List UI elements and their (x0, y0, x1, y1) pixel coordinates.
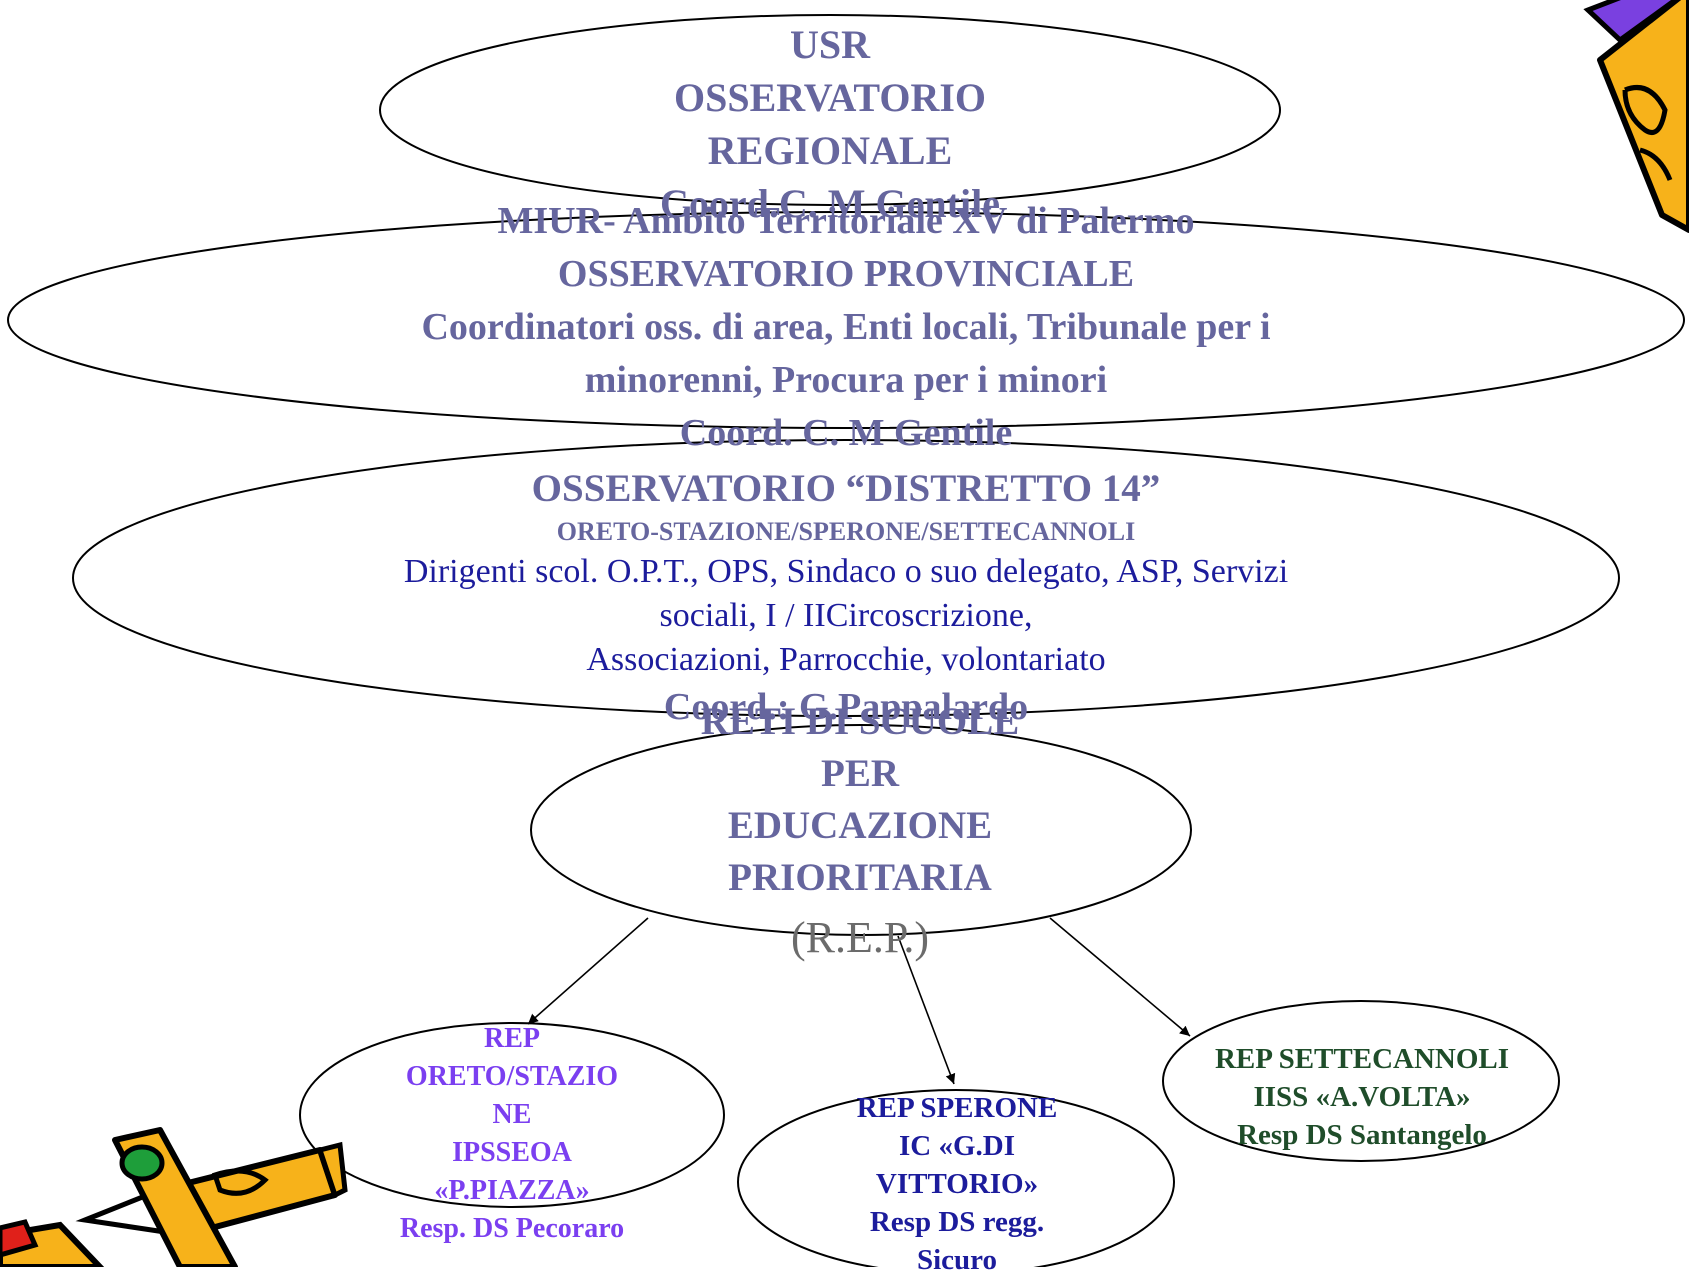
rep-ellipse (530, 724, 1192, 936)
distretto-line-1: Dirigenti scol. O.P.T., OPS, Sindaco o s… (403, 553, 1289, 590)
rep-line-4: PRIORITARIA (728, 856, 992, 899)
distretto-label: OSSERVATORIO “DISTRETTO 14” ORETO-STAZIO… (246, 464, 1446, 732)
sperone-ellipse (737, 1089, 1175, 1267)
rep-line-1: RETI DI SCUOLE (700, 700, 1020, 743)
oreto-ellipse (299, 1022, 725, 1208)
provinciale-line-3: Coordinatori oss. di area, Enti locali, … (421, 306, 1271, 348)
provinciale-ellipse (7, 211, 1685, 429)
distretto-line-3: Associazioni, Parrocchie, volontariato (586, 641, 1106, 678)
rep-line-3: EDUCAZIONE (727, 804, 993, 847)
settecannoli-line-3: Resp DS Santangelo (1237, 1119, 1487, 1151)
provinciale-label: MIUR- Ambito Territoriale XV di Palermo … (246, 195, 1446, 460)
arrow-to-settecannoli (1049, 917, 1191, 1037)
usr-line-1: USR (789, 22, 871, 67)
settecannoli-label: REP SETTECANNOLI IISS «A.VOLTA» Resp DS … (1162, 1040, 1562, 1154)
sperone-line-1: REP SPERONE (856, 1092, 1058, 1124)
provinciale-line-2: OSSERVATORIO PROVINCIALE (557, 253, 1135, 295)
oreto-label: REP ORETO/STAZIO NE IPSSEOA «P.PIAZZA» R… (312, 1020, 712, 1248)
sperone-label: REP SPERONE IC «G.DI VITTORIO» Resp DS r… (757, 1089, 1157, 1279)
oreto-line-5: «P.PIAZZA» (434, 1175, 590, 1206)
sperone-line-3: VITTORIO» (875, 1168, 1039, 1200)
usr-ellipse (379, 14, 1281, 206)
sperone-line-2: IC «G.DI (898, 1130, 1015, 1162)
settecannoli-line-1: REP SETTECANNOLI (1214, 1043, 1510, 1075)
sperone-line-5: Sicuro (916, 1244, 998, 1276)
distretto-title: OSSERVATORIO “DISTRETTO 14” (531, 467, 1161, 510)
settecannoli-line-2: IISS «A.VOLTA» (1253, 1081, 1471, 1113)
arrow-to-sperone (897, 935, 956, 1085)
oreto-line-4: IPSSEOA (452, 1137, 572, 1168)
pencil-icon-top-right (1583, 0, 1689, 233)
pencil-icon-bottom-left (0, 1127, 348, 1267)
oreto-line-2: ORETO/STAZIO (405, 1061, 619, 1092)
usr-line-2: OSSERVATORIO (673, 75, 987, 120)
rep-abbr: (R.E.P.) (790, 913, 930, 962)
provinciale-line-5: Coord. C. M Gentile (679, 412, 1013, 454)
distretto-subtitle: ORETO-STAZIONE/SPERONE/SETTECANNOLI (556, 517, 1136, 546)
provinciale-line-1: MIUR- Ambito Territoriale XV di Palermo (497, 200, 1195, 242)
rep-line-2: PER (821, 752, 899, 795)
usr-label: USR OSSERVATORIO REGIONALE Coord.C. M Ge… (530, 18, 1130, 230)
arrow-to-oreto (527, 917, 649, 1025)
oreto-line-3: NE (492, 1099, 532, 1130)
oreto-line-6: Resp. DS Pecoraro (399, 1213, 625, 1244)
rep-label: RETI DI SCUOLE PER EDUCAZIONE PRIORITARI… (560, 696, 1160, 904)
settecannoli-ellipse (1162, 1000, 1560, 1162)
oreto-line-1: REP (484, 1023, 540, 1054)
provinciale-line-4: minorenni, Procura per i minori (584, 359, 1108, 401)
sperone-line-4: Resp DS regg. (869, 1206, 1045, 1238)
usr-line-4: Coord.C. M Gentile (660, 181, 1000, 226)
distretto-ellipse (72, 439, 1620, 717)
distretto-line-2: sociali, I / IICircoscrizione, (659, 597, 1033, 634)
usr-line-3: REGIONALE (707, 128, 953, 173)
distretto-coord: Coord.: G.Pappalardo (663, 686, 1029, 728)
